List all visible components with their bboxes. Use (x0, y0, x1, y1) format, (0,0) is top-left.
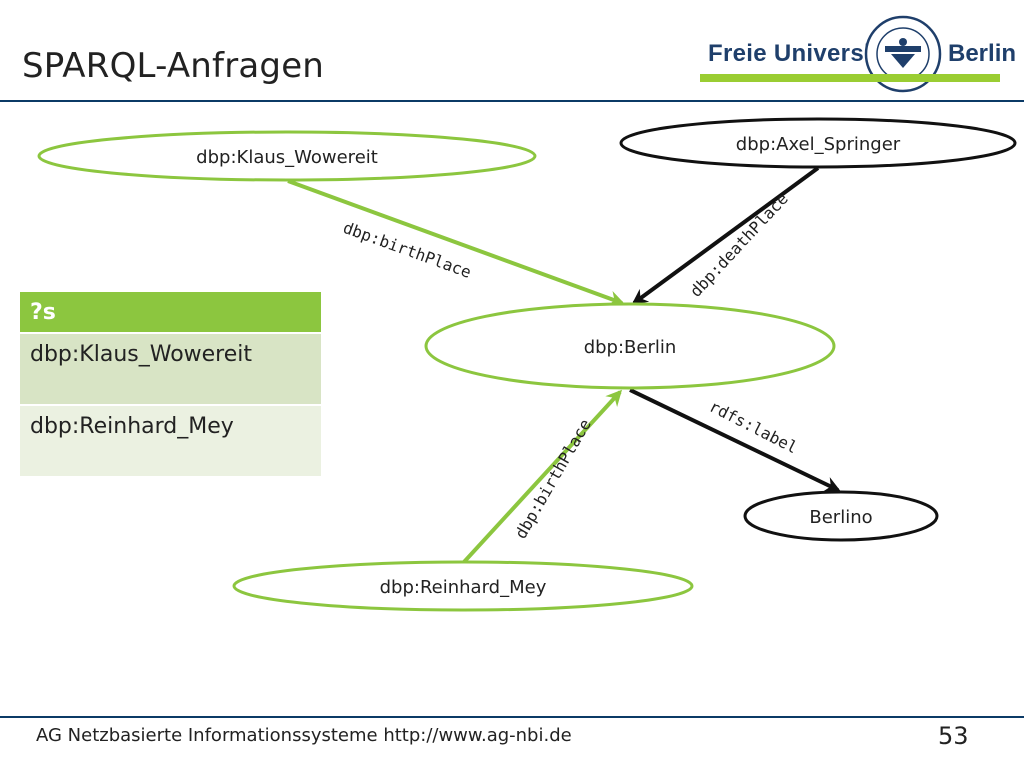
header-divider (0, 100, 1024, 102)
edge-label-birthplace-1: dbp:birthPlace (341, 218, 474, 282)
node-klaus-wowereit: dbp:Klaus_Wowereit (37, 130, 537, 182)
result-table: ?s dbp:Klaus_Wowereit dbp:Reinhard_Mey (20, 292, 321, 476)
node-label: dbp:Axel_Springer (736, 134, 901, 155)
edge-label-birthplace-2: dbp:birthPlace (511, 416, 595, 542)
node-axel-springer: dbp:Axel_Springer (619, 117, 1017, 169)
edge-reinhard-birthplace (462, 389, 623, 564)
edge-klaus-birthplace (287, 179, 625, 307)
slide-title: SPARQL-Anfragen (22, 46, 325, 86)
logo-accent-bar (700, 74, 1000, 82)
node-reinhard-mey: dbp:Reinhard_Mey (232, 560, 694, 612)
logo-text-right: Berlin (948, 40, 1017, 67)
edge-axel-deathplace (631, 166, 820, 305)
result-table-header: ?s (20, 292, 321, 334)
table-cell: dbp:Klaus_Wowereit (20, 333, 321, 405)
node-berlin: dbp:Berlin (424, 302, 836, 390)
node-label: dbp:Klaus_Wowereit (196, 147, 378, 168)
node-label: dbp:Reinhard_Mey (380, 577, 547, 598)
footer-divider (0, 716, 1024, 718)
node-berlino: Berlino (743, 490, 939, 542)
edge-label-deathplace: dbp:deathPlace (686, 189, 792, 301)
table-row: dbp:Klaus_Wowereit (20, 333, 321, 405)
table-cell: dbp:Reinhard_Mey (20, 404, 321, 476)
page-number: 53 (938, 722, 969, 750)
table-row: dbp:Reinhard_Mey (20, 404, 321, 476)
edge-berlin-label (629, 388, 841, 492)
university-seal-icon (864, 15, 942, 93)
node-label: dbp:Berlin (584, 337, 677, 358)
university-logo: Freie Universität Berlin (700, 14, 1016, 94)
node-label: Berlino (809, 507, 872, 528)
footer-text: AG Netzbasierte Informationssysteme http… (36, 725, 572, 746)
